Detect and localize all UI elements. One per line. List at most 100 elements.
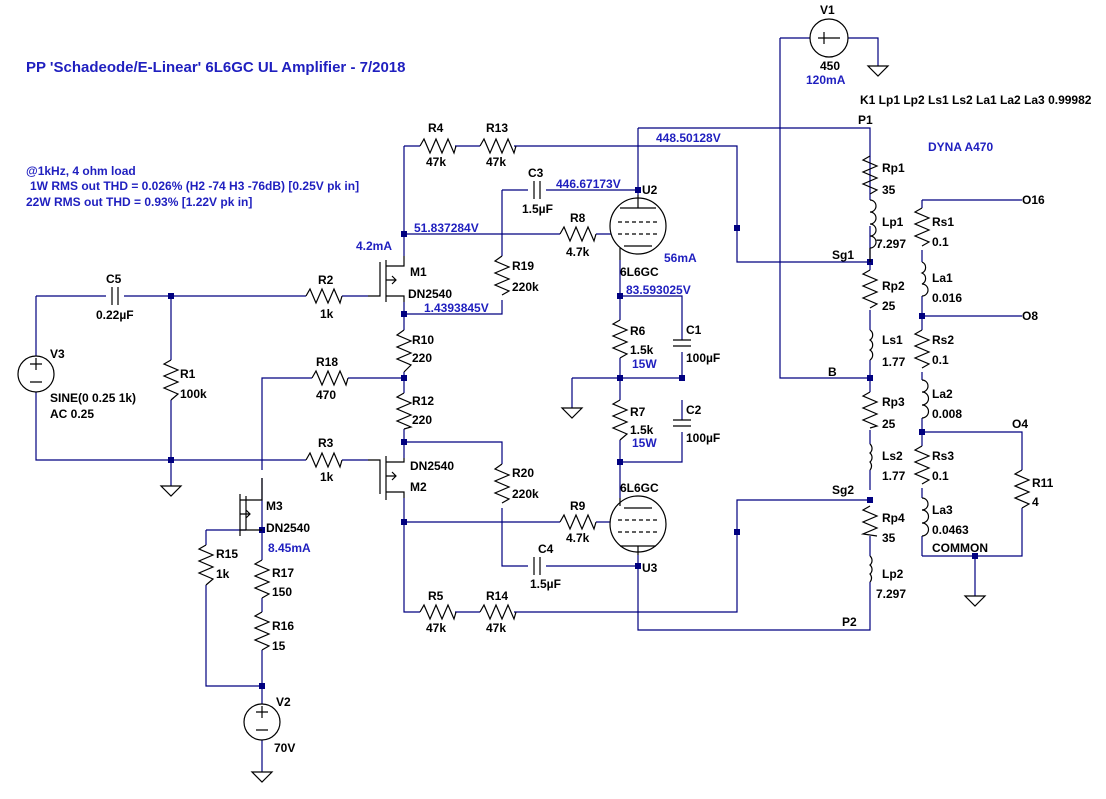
svg-text:R11: R11 [1032,476,1054,490]
annot-u2-current: 56mA [664,251,697,265]
capacitor-c2: C2 100µF [673,403,720,445]
mosfet-m1: M1 DN2540 [368,256,452,302]
svg-text:100µF: 100µF [686,431,720,445]
grounds [159,65,987,783]
resistor-rs1: Rs1 0.1 [913,207,954,249]
inductor-lp1: Lp1 7.297 [869,199,906,262]
svg-text:35: 35 [882,531,896,545]
tube-u3: U3 6L6GC [609,481,667,575]
svg-text:0.016: 0.016 [932,291,962,305]
v2-name: V2 [276,695,291,709]
svg-text:R8: R8 [570,211,586,225]
source-v1: V1 450 [809,3,849,73]
svg-text:La1: La1 [932,271,953,285]
mosfet-m2: DN2540 M2 [368,456,454,500]
resistor-r15: R15 1k [197,544,238,586]
resistor-rs3: Rs3 0.1 [913,445,954,485]
svg-text:R12: R12 [412,394,434,408]
svg-text:220: 220 [412,351,432,365]
note-line-2: 1W RMS out THD = 0.026% (H2 -74 H3 -76dB… [30,179,359,193]
resistor-r4: R4 47k [419,121,457,169]
svg-text:R13: R13 [486,121,508,135]
svg-text:1k: 1k [216,567,230,581]
svg-text:470: 470 [316,388,336,402]
svg-text:DN2540: DN2540 [408,287,452,301]
resistor-r5: R5 47k [419,589,457,635]
svg-text:4: 4 [1032,495,1039,509]
resistor-rp1: Rp1 35 [861,155,905,197]
svg-text:R17: R17 [272,566,294,580]
resistor-r16: R16 15 [253,611,294,653]
svg-text:35: 35 [882,183,896,197]
svg-text:Rp4: Rp4 [882,511,905,525]
annot-r7-power: 15W [632,436,657,450]
net-p2: P2 [842,615,857,629]
net-o8: O8 [1022,309,1038,323]
svg-text:DN2540: DN2540 [410,459,454,473]
net-sg2: Sg2 [832,483,854,497]
svg-text:Rs1: Rs1 [932,215,954,229]
v2-value: 70V [274,741,295,755]
annot-m1-current: 4.2mA [356,239,392,253]
svg-text:DN2540: DN2540 [266,521,310,535]
resistor-r2: R2 1k [305,273,343,321]
resistor-r18: R18 470 [311,355,349,402]
v3-value-2: AC 0.25 [50,407,94,421]
source-v3: V3 SINE(0 0.25 1k) AC 0.25 [17,347,136,421]
net-sg1: Sg1 [832,248,854,262]
svg-text:R9: R9 [570,499,586,513]
svg-text:R2: R2 [318,273,334,287]
svg-text:R18: R18 [316,355,338,369]
svg-text:0.1: 0.1 [932,353,949,367]
svg-text:R20: R20 [512,466,534,480]
resistor-r8: R8 4.7k [559,211,597,259]
note-line-1: @1kHz, 4 ohm load [26,164,136,178]
annot-m1-source-voltage: 1.4393845V [424,301,489,315]
svg-text:R1: R1 [180,367,196,381]
svg-text:6L6GC: 6L6GC [620,481,659,495]
svg-text:R19: R19 [512,259,534,273]
svg-text:1.77: 1.77 [882,469,906,483]
svg-text:1k: 1k [320,307,334,321]
resistor-r20: R20 220k [493,463,539,504]
svg-text:U3: U3 [642,561,658,575]
net-p1: P1 [858,113,873,127]
svg-text:La2: La2 [932,387,953,401]
svg-text:1.5µF: 1.5µF [522,202,553,216]
svg-text:220k: 220k [512,487,539,501]
tube-u2: U2 6L6GC [609,183,667,279]
svg-text:0.1: 0.1 [932,235,949,249]
svg-text:R15: R15 [216,547,238,561]
svg-text:100k: 100k [180,387,207,401]
svg-text:C3: C3 [528,166,544,180]
coupling-directive: K1 Lp1 Lp2 Ls1 Ls2 La1 La2 La3 0.99982 [860,93,1092,107]
resistor-r17: R17 150 [253,559,294,599]
note-line-3: 22W RMS out THD = 0.93% [1.22V pk in] [26,195,252,209]
svg-text:Rp3: Rp3 [882,395,905,409]
svg-text:1.5µF: 1.5µF [530,577,561,591]
svg-text:15: 15 [272,639,286,653]
annot-m3-current: 8.45mA [268,541,311,555]
resistor-r10: R10 220 [395,329,434,373]
svg-text:6L6GC: 6L6GC [620,265,659,279]
svg-text:25: 25 [882,417,896,431]
svg-text:25: 25 [882,299,896,313]
transformer-label: DYNA A470 [928,140,993,154]
resistor-r7: R7 1.5k [611,399,654,441]
svg-text:7.297: 7.297 [876,587,906,601]
net-o16: O16 [1022,193,1045,207]
wires [35,37,1023,772]
resistor-r19: R19 220k [493,255,539,296]
resistor-rs2: Rs2 0.1 [913,329,954,369]
resistor-rp2: Rp2 25 [861,269,905,313]
svg-text:R4: R4 [428,121,444,135]
svg-text:R10: R10 [412,333,434,347]
svg-text:R16: R16 [272,619,294,633]
svg-text:0.0463: 0.0463 [932,523,969,537]
resistor-r6: R6 1.5k [611,319,654,359]
inductor-la3: La3 0.0463 [921,497,969,537]
resistor-rp3: Rp3 25 [861,391,905,431]
svg-text:1.5k: 1.5k [630,423,654,437]
resistor-r12: R12 220 [395,392,434,430]
